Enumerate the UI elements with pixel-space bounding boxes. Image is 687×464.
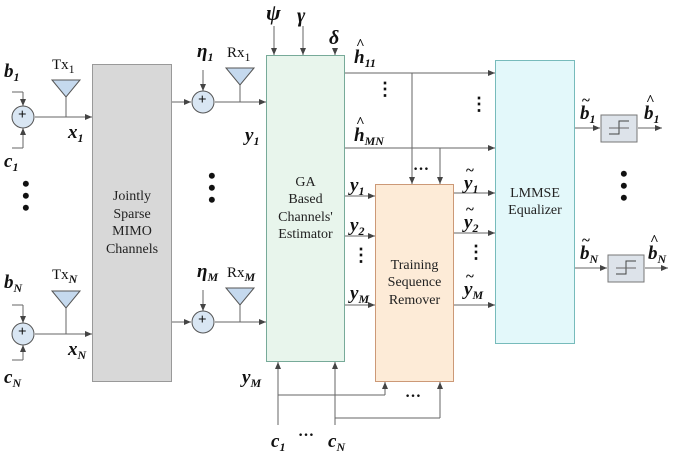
train-dots: … — [298, 423, 315, 440]
training-remover-block: Training Sequence Remover — [375, 184, 454, 382]
hMN-hat-label: hMN — [354, 125, 384, 148]
b1-label: b1 — [4, 61, 20, 84]
lmmse-equalizer-block: LMMSE Equalizer — [495, 60, 575, 344]
tilde-mark: ~ — [466, 202, 474, 218]
tilde-mark: ~ — [582, 233, 590, 249]
yM-tilde-label: yM — [464, 279, 484, 302]
rx-antenna-M-icon — [224, 287, 256, 306]
tx1-label: Tx1 — [52, 57, 75, 76]
adder-plus-label: + — [18, 324, 27, 340]
hat-mark: ^ — [356, 37, 365, 53]
y1-est-label: y1 — [350, 175, 365, 198]
rxM-label: RxM — [227, 265, 256, 284]
y1-rx-label: y1 — [245, 125, 260, 148]
adder-plus-label: + — [18, 107, 27, 123]
tilde-mark: ~ — [582, 93, 590, 109]
remover-input-dots: … — [413, 157, 430, 174]
remover-train-dots: … — [405, 384, 422, 401]
xN-label: xN — [68, 339, 87, 362]
h-input-dots: ⋮ — [470, 94, 489, 114]
txN-label: TxN — [52, 267, 78, 286]
delta-param: δ — [329, 27, 340, 49]
h11-hat-label: h11 — [354, 47, 376, 70]
y2-tilde-label: y2 — [464, 212, 479, 235]
yM-est-label: yM — [350, 283, 370, 306]
x1-label: x1 — [68, 122, 84, 145]
channel-estimator-block: GA Based Channels' Estimator — [266, 55, 345, 362]
hat-mark: ^ — [356, 115, 365, 131]
y-tilde-dots: ⋮ — [467, 242, 486, 262]
adder-rx1-icon — [191, 90, 215, 114]
tx-vertical-dots: ••• — [22, 171, 30, 221]
cN-label: cN — [4, 367, 22, 390]
y2-est-label: y2 — [350, 215, 365, 238]
psi-param: ψ — [266, 0, 281, 25]
hat-mark: ^ — [646, 93, 655, 109]
bN-label: bN — [4, 272, 23, 295]
rx1-label: Rx1 — [227, 45, 251, 64]
rx-antenna-1-icon — [224, 67, 256, 86]
adder-txN-icon — [11, 322, 35, 346]
tx-antenna-1-icon — [50, 79, 82, 98]
tilde-mark: ~ — [466, 163, 474, 179]
bN-tilde-label: bN — [580, 243, 599, 266]
c1-label: c1 — [4, 151, 19, 174]
adder-plus-label: + — [198, 92, 207, 108]
tx-antenna-N-icon — [50, 290, 82, 309]
adder-plus-label: + — [198, 312, 207, 328]
hat-mark: ^ — [650, 233, 659, 249]
adder-tx1-icon — [11, 105, 35, 129]
eta1-label: η1 — [197, 41, 214, 64]
y-est-dots: ⋮ — [352, 245, 371, 265]
b1-hat-label: b1 — [644, 103, 660, 126]
output-vertical-dots: ••• — [620, 161, 628, 211]
c1-train-label: c1 — [271, 431, 286, 454]
adder-rxM-icon — [191, 310, 215, 334]
bN-hat-label: bN — [648, 243, 667, 266]
etaM-label: ηM — [197, 261, 219, 284]
b1-tilde-label: b1 — [580, 103, 596, 126]
gamma-param: γ — [297, 5, 306, 27]
rx-vertical-dots: ••• — [208, 163, 216, 213]
h-vertical-dots: ⋮ — [376, 79, 395, 99]
tilde-mark: ~ — [466, 269, 474, 285]
y1-tilde-label: y1 — [464, 173, 479, 196]
cN-train-label: cN — [328, 431, 346, 454]
yM-rx-label: yM — [242, 367, 262, 390]
mimo-channels-block: Jointly Sparse MIMO Channels — [92, 64, 172, 382]
